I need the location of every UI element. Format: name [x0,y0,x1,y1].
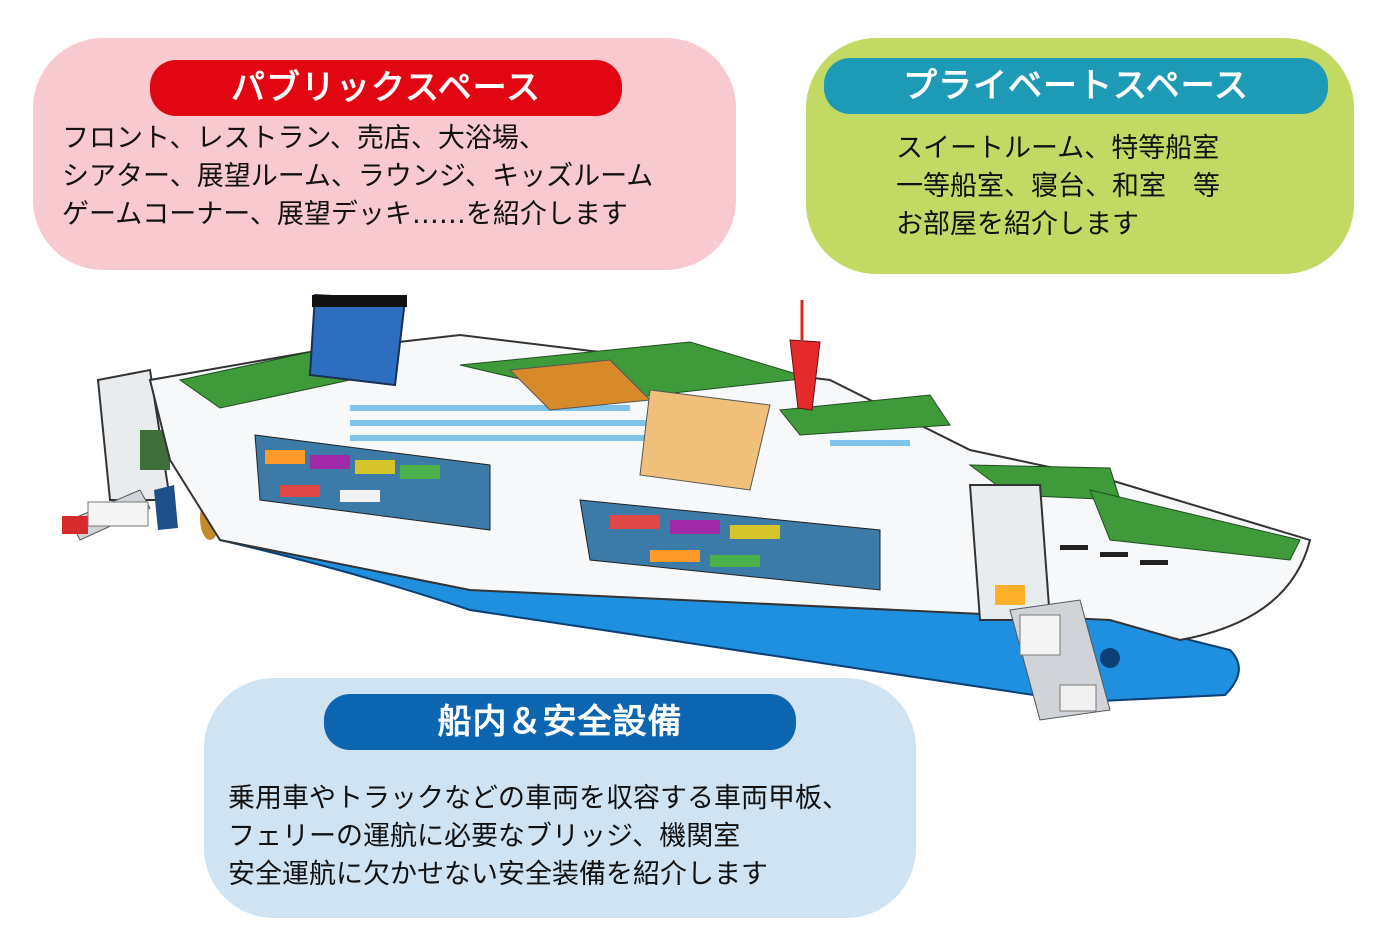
car [995,585,1025,605]
private-space-line-2: 一等船室、寝台、和室 等 [896,171,1220,202]
restaurant-cutaway [508,359,771,491]
truck [1019,614,1061,656]
funnel [308,293,407,387]
private-space-description: スイートルーム、特等船室 一等船室、寝台、和室 等 お部屋を紹介します [896,130,1220,244]
vehicle-deck-mid [579,499,881,591]
safety-line-2: フェリーの運航に必要なブリッジ、機関室 [228,821,741,852]
private-space-title[interactable]: プライベートスペース [824,58,1328,114]
vehicle-deck-aft [254,434,491,531]
red-truck-cab [62,516,88,534]
public-space-description: フロント、レストラン、売店、大浴場、 シアター、展望ルーム、ラウンジ、キッズルー… [62,120,653,234]
bow-portholes [1060,545,1168,565]
public-space-line-1: フロント、レストラン、売店、大浴場、 [62,123,546,154]
safety-line-3: 安全運航に欠かせない安全装備を紹介します [228,859,768,890]
safety-description: 乗用車やトラックなどの車両を収容する車両甲板、 フェリーの運航に必要なブリッジ、… [228,780,849,894]
bow-emblem [1100,648,1120,668]
safety-title[interactable]: 船内＆安全設備 [324,694,796,750]
bow-ramp [968,484,1111,721]
window-rows [350,405,910,446]
public-space-line-2: シアター、展望ルーム、ラウンジ、キッズルーム [62,161,654,192]
white-car [1059,684,1097,712]
safety-line-1: 乗用車やトラックなどの車両を収容する車両甲板、 [228,783,849,814]
public-space-title[interactable]: パブリックスペース [150,60,622,116]
ferry-cutaway-illustration [62,293,1312,721]
truck-trailer [87,501,149,527]
public-space-line-3: ゲームコーナー、展望デッキ……を紹介します [62,199,628,230]
private-space-line-1: スイートルーム、特等船室 [896,133,1220,164]
bridge-deck [779,394,951,436]
bow-deck [1089,489,1301,561]
funnel-top [312,295,407,307]
mast [789,339,821,411]
private-space-line-3: お部屋を紹介します [896,209,1139,240]
stern-ramp [62,368,172,541]
